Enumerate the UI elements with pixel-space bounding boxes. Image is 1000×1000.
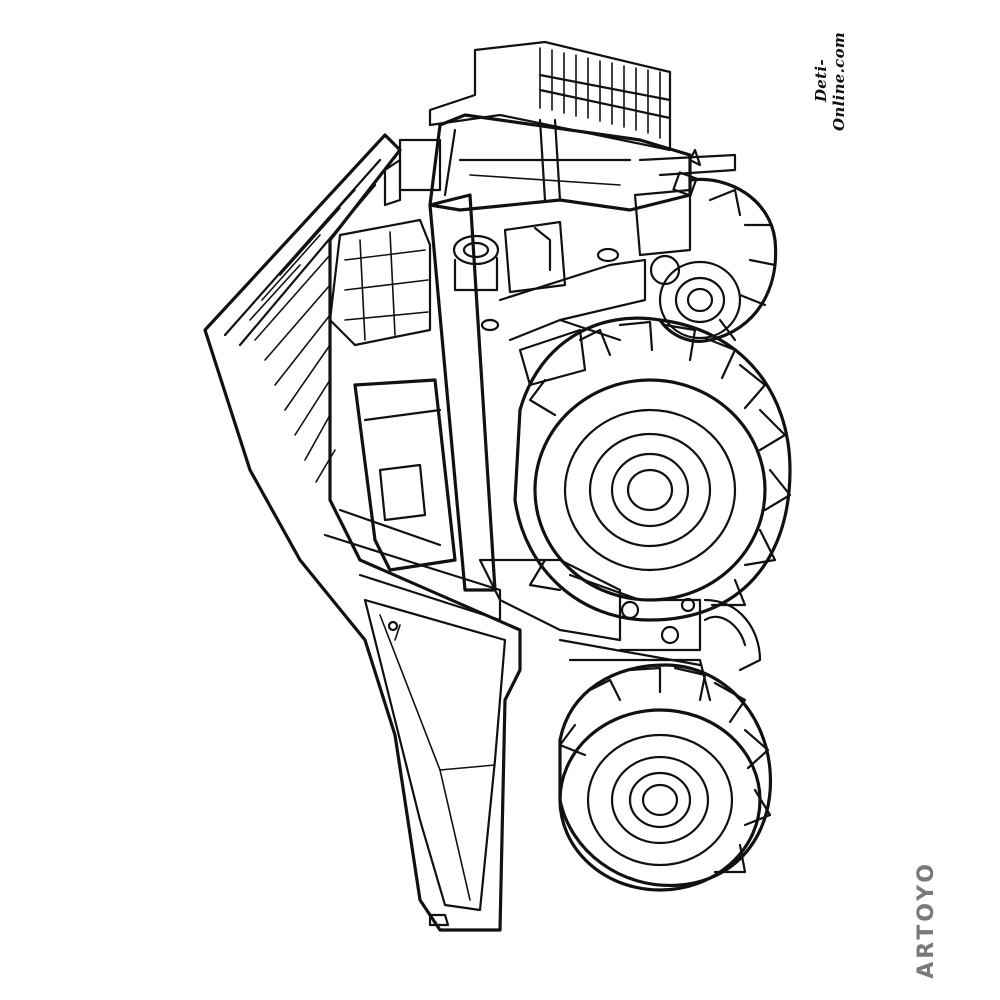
rear-wheel-bottom	[558, 663, 773, 892]
rear-axle	[568, 658, 712, 702]
engine-frame	[328, 188, 702, 667]
front-wheel	[658, 177, 778, 343]
rear-wheel-back	[703, 598, 762, 672]
dump-bed	[203, 133, 522, 932]
brand-watermark: ARTOYO	[906, 860, 946, 980]
rear-wheel-front	[513, 316, 792, 622]
brand-watermark-text: ARTOYO	[913, 861, 939, 979]
site-watermark: Deti-Online.com	[812, 31, 848, 131]
cab	[383, 40, 737, 212]
